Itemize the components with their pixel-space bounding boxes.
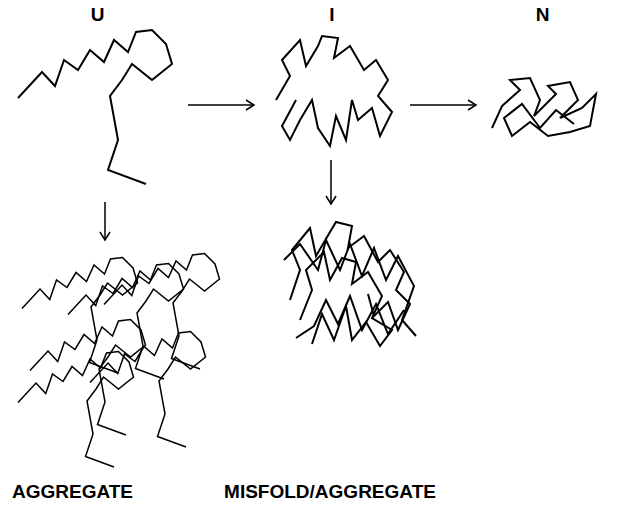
state-node: I xyxy=(262,4,402,152)
state-label: N xyxy=(536,4,550,26)
transition-arrow xyxy=(104,202,106,240)
state-label: U xyxy=(91,4,105,26)
misfolded-chain xyxy=(296,296,404,338)
state-node: U xyxy=(15,4,180,194)
aggregated-chain xyxy=(18,352,134,468)
aggregated-chain xyxy=(90,332,206,448)
state-node: AGGREGATE xyxy=(12,248,227,503)
native-chain xyxy=(492,78,596,136)
intermediate-chain xyxy=(276,36,392,146)
aggregated-chain xyxy=(68,264,184,380)
aggregated-chain xyxy=(104,254,220,370)
misfolded-chain xyxy=(300,252,392,346)
state-label: AGGREGATE xyxy=(12,481,133,503)
unfolded-chain xyxy=(18,30,172,184)
transition-arrow xyxy=(330,160,332,204)
aggregated-chain xyxy=(30,320,146,436)
state-node: N xyxy=(484,4,601,140)
transition-arrow xyxy=(410,104,476,106)
state-node: MISFOLD/AGGREGATE xyxy=(212,212,448,503)
state-label: I xyxy=(329,4,334,26)
aggregated-chain xyxy=(22,258,138,374)
transition-arrow xyxy=(188,104,254,106)
state-label: MISFOLD/AGGREGATE xyxy=(224,481,436,503)
